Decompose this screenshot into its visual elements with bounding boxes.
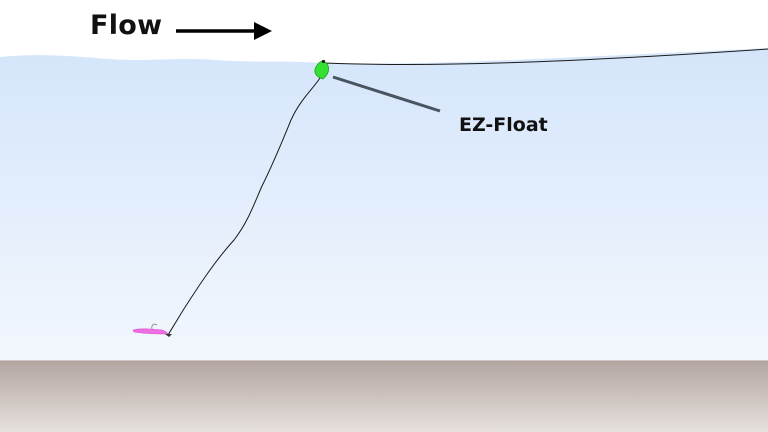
water-body	[0, 48, 768, 362]
float-label: EZ-Float	[459, 114, 548, 136]
float-pointer-line	[332, 75, 441, 113]
flow-label: Flow	[90, 10, 163, 41]
float-icon	[314, 59, 330, 80]
worm-lure-icon	[132, 323, 172, 337]
river-bottom	[0, 361, 768, 432]
hook	[151, 323, 158, 330]
jig-head	[165, 334, 172, 337]
fishing-line-drop	[167, 77, 321, 336]
fishing-line-surface	[323, 48, 768, 65]
right-arrow-icon	[176, 22, 272, 40]
